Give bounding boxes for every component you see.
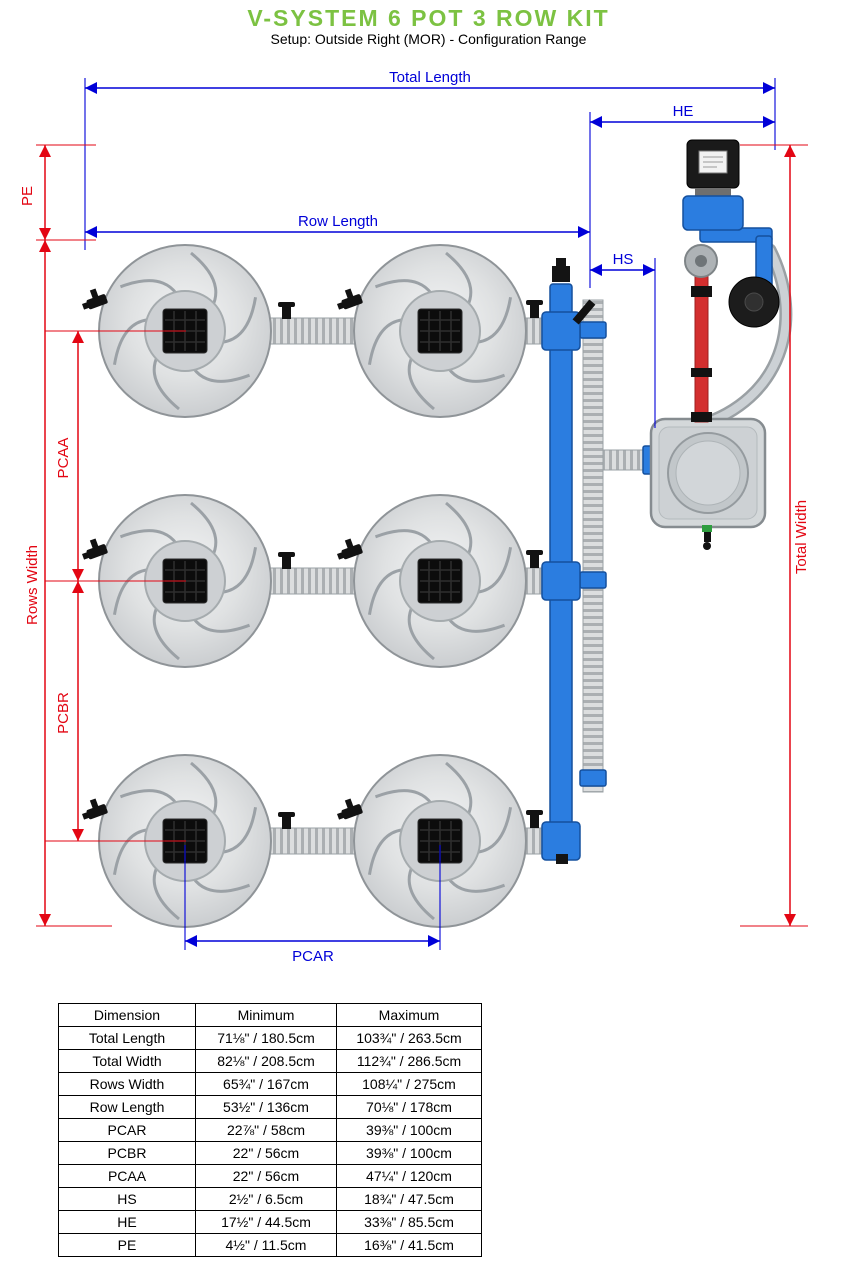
page-subtitle: Setup: Outside Right (MOR) - Configurati… (270, 31, 587, 47)
dimension-min-cell: 22" / 56cm (195, 1141, 337, 1165)
manifold-end-cap (556, 854, 568, 864)
dimension-max-cell: 112¾" / 286.5cm (336, 1049, 482, 1073)
page-title: V-SYSTEM 6 POT 3 ROW KIT (247, 5, 610, 31)
dimension-max-cell: 103¾" / 263.5cm (336, 1026, 482, 1050)
dimension-min-cell: 2½" / 6.5cm (195, 1187, 337, 1211)
dimension-name-cell: HS (58, 1187, 196, 1211)
dimension-min-cell: 22⅞" / 58cm (195, 1118, 337, 1142)
dripper-valve (572, 299, 596, 325)
dimension-min-cell: 4½" / 11.5cm (195, 1233, 337, 1257)
system-diagram (77, 139, 793, 929)
dimension-max-cell: 16⅜" / 41.5cm (336, 1233, 482, 1257)
dimension-min-cell: 17½" / 44.5cm (195, 1210, 337, 1234)
dimension-min-cell: 71⅛" / 180.5cm (195, 1026, 337, 1050)
return-pipe-coupler-2 (579, 571, 607, 589)
manifold-tee-2 (541, 561, 581, 601)
table-header-row: Dimension Minimum Maximum (58, 1003, 482, 1027)
manifold-tee-1 (541, 311, 581, 351)
dimension-lines: Total Length HE Row Length HS PCAR PE Ro… (19, 69, 810, 965)
pe-label: PE (19, 186, 36, 206)
pot-4 (332, 493, 528, 669)
tank (649, 417, 767, 550)
diagram-svg: Total Length HE Row Length HS PCAR PE Ro… (19, 69, 810, 965)
return-pipe-coupler-1 (579, 321, 607, 339)
dimension-name-cell: PCAR (58, 1118, 196, 1142)
red-pipe-coupler-top (691, 286, 712, 297)
tank-drain-valve (704, 532, 711, 542)
dimension-name-cell: PCBR (58, 1141, 196, 1165)
tank-outlet-green (702, 525, 712, 532)
dimension-max-cell: 70⅛" / 178cm (336, 1095, 482, 1119)
return-hose-highlight (696, 246, 790, 429)
dimension-max-cell: 108¼" / 275cm (336, 1072, 482, 1096)
red-pipe-coupler-mid (691, 368, 712, 377)
dimension-name-cell: Total Width (58, 1049, 196, 1073)
pot-2 (332, 243, 528, 419)
rows-width-label: Rows Width (24, 545, 41, 625)
return-pipe-coupler-3 (579, 769, 607, 787)
dimension-min-cell: 65¾" / 167cm (195, 1072, 337, 1096)
red-pipe-coupler-bottom (691, 412, 712, 422)
pcaa-label: PCAA (55, 438, 72, 479)
hs-label: HS (613, 251, 634, 268)
pump-head (682, 195, 744, 231)
total-length-label: Total Length (389, 69, 471, 86)
red-pipe (694, 275, 709, 423)
he-label: HE (673, 103, 694, 120)
dimension-max-cell: 33⅜" / 85.5cm (336, 1210, 482, 1234)
header-maximum: Maximum (336, 1003, 482, 1027)
dimension-name-cell: Row Length (58, 1095, 196, 1119)
dimension-name-cell: PE (58, 1233, 196, 1257)
row-length-label: Row Length (298, 213, 378, 230)
header-dimension: Dimension (58, 1003, 196, 1027)
pcbr-label: PCBR (55, 692, 72, 734)
dimension-min-cell: 22" / 56cm (195, 1164, 337, 1188)
total-width-label: Total Width (793, 500, 810, 574)
header-minimum: Minimum (195, 1003, 337, 1027)
dimension-name-cell: Total Length (58, 1026, 196, 1050)
dimension-name-cell: HE (58, 1210, 196, 1234)
dimension-max-cell: 47¼" / 120cm (336, 1164, 482, 1188)
pcar-label: PCAR (292, 948, 334, 965)
pot-6 (332, 753, 528, 929)
manifold-top-valve (552, 258, 570, 282)
dimension-max-cell: 39⅜" / 100cm (336, 1118, 482, 1142)
return-pipe (582, 299, 604, 793)
dimension-min-cell: 53½" / 136cm (195, 1095, 337, 1119)
dimension-max-cell: 18¾" / 47.5cm (336, 1187, 482, 1211)
pump-collar (695, 188, 731, 196)
pump-assembly (682, 139, 780, 423)
dimension-max-cell: 39⅜" / 100cm (336, 1141, 482, 1165)
dimension-name-cell: PCAA (58, 1164, 196, 1188)
dimension-name-cell: Rows Width (58, 1072, 196, 1096)
dimension-min-cell: 82⅛" / 208.5cm (195, 1049, 337, 1073)
